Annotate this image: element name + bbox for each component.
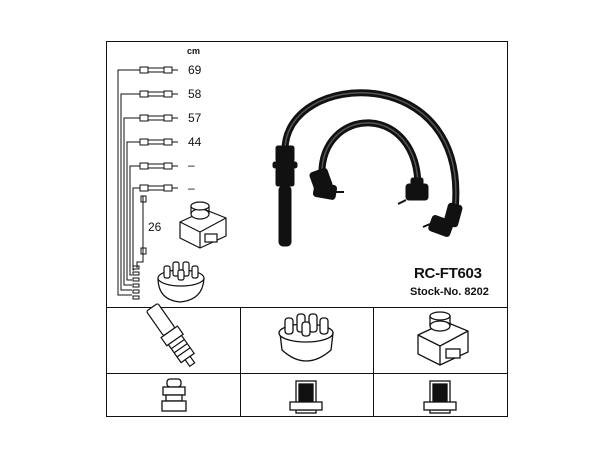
cable-length-schematic — [117, 66, 178, 300]
cable-row-4 — [126, 138, 178, 281]
side-length-label: 26 — [148, 220, 162, 234]
coil-terminal-icon — [423, 380, 457, 414]
length-unit-label: cm — [187, 46, 201, 56]
distributor-cap-icon — [278, 313, 334, 362]
ignition-coil-icon — [417, 311, 469, 366]
length-label-5: – — [188, 158, 195, 172]
cable-row-6 — [132, 184, 178, 271]
length-label-2: 58 — [188, 87, 202, 101]
cable-row-3 — [123, 114, 178, 286]
terminal-bundle — [132, 265, 140, 300]
cable-row-1 — [117, 66, 178, 296]
stock-number: Stock-No. 8202 — [410, 286, 489, 298]
spark-plug-icon — [146, 303, 196, 368]
cable-row-5 — [129, 162, 178, 276]
schematic-cap-icon — [157, 261, 205, 303]
model-number: RC-FT603 — [414, 265, 482, 282]
cable-row-2 — [120, 90, 178, 291]
cable-side-lead — [136, 195, 147, 268]
ignition-cable-set-icon — [272, 89, 463, 247]
length-label-3: 57 — [188, 111, 202, 125]
diagram-frame — [106, 41, 508, 417]
length-label-1: 69 — [188, 63, 202, 77]
cap-terminal-icon — [289, 380, 323, 414]
length-label-6: – — [188, 181, 195, 195]
schematic-coil-icon — [179, 201, 227, 249]
length-label-4: 44 — [188, 135, 202, 149]
plug-terminal-icon — [161, 378, 187, 412]
